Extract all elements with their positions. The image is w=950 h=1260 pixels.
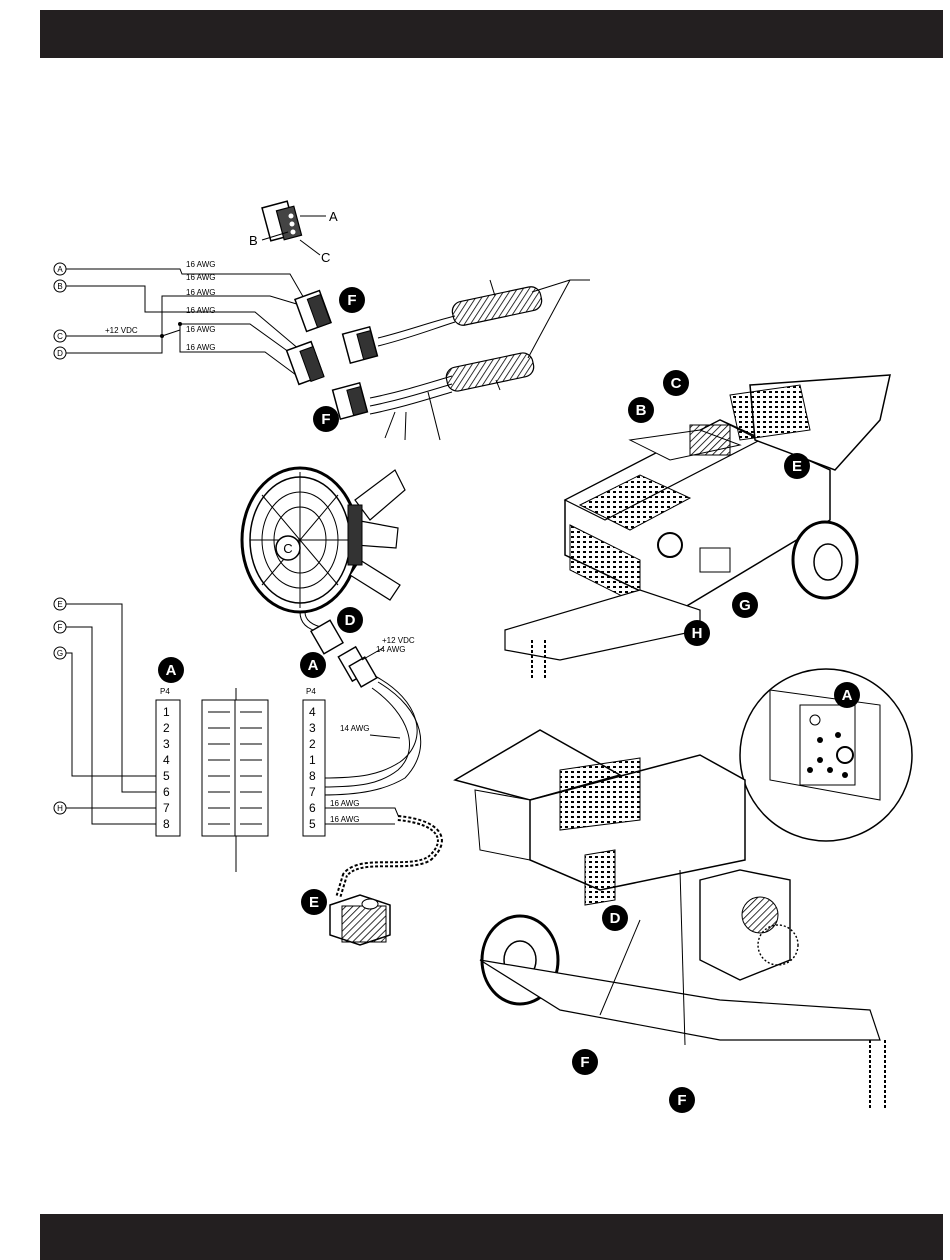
wire-awg-5: 16 AWG [186, 325, 216, 334]
p4-left-pin: 2 [163, 721, 170, 735]
callout-b-top: B [628, 397, 654, 423]
solenoid-awg-1: 16 AWG [330, 799, 360, 808]
svg-text:H: H [57, 804, 63, 813]
wire-awg-2: 16 AWG [186, 273, 216, 282]
sleeve-upper [450, 285, 543, 327]
terminal-block [202, 688, 268, 872]
callout-f-bottom-1: F [572, 1049, 598, 1075]
p4-left-pin: 4 [163, 753, 170, 767]
fan-plug-harness: +12 VDC 14 AWG 14 AWG [311, 620, 421, 795]
svg-text:F: F [677, 1092, 686, 1109]
connector-label-b: B [249, 233, 258, 248]
svg-text:G: G [57, 649, 63, 658]
callout-f-lower: F [313, 406, 339, 432]
svg-text:F: F [347, 292, 356, 309]
svg-text:A: A [166, 662, 177, 679]
callout-a-inset: A [834, 682, 860, 708]
p4-left-pin: 6 [163, 785, 170, 799]
callout-c-top: C [663, 370, 689, 396]
harness-left: A B C D 16 AWG 16 AWG 16 AWG 16 AWG 16 A… [54, 260, 310, 375]
ring-label-c: C [54, 330, 66, 342]
p4-left-connector: 1 2 3 4 5 6 7 8 [156, 700, 180, 836]
callout-h-top: H [684, 620, 710, 646]
ring-label-b: B [54, 280, 66, 292]
p4-right-pin: 4 [309, 705, 316, 719]
callout-e-top: E [784, 453, 810, 479]
p4-right-pin: 3 [309, 721, 316, 735]
callout-e-solenoid: E [301, 889, 327, 915]
p4-left-pin: 5 [163, 769, 170, 783]
callout-f-bottom-2: F [669, 1087, 695, 1113]
ring-label-d: D [54, 347, 66, 359]
p4-left-pin: 7 [163, 801, 170, 815]
callout-a-left: A [158, 657, 184, 683]
p4-left-pin: 1 [163, 705, 170, 719]
control-panel-inset [740, 669, 912, 841]
wire-awg-6: 16 AWG [186, 343, 216, 352]
callout-f-upper: F [339, 287, 365, 313]
p4-left-pin: 8 [163, 817, 170, 831]
ring-label-e: E [54, 598, 66, 610]
svg-text:F: F [580, 1054, 589, 1071]
wire-awg-4: 16 AWG [186, 306, 216, 315]
p4-right-label: P4 [306, 687, 316, 696]
svg-text:A: A [57, 265, 63, 274]
svg-text:A: A [842, 687, 853, 704]
wire-awg-3: 16 AWG [186, 288, 216, 297]
wire-awg-1: 16 AWG [186, 260, 216, 269]
ring-label-f: F [54, 621, 66, 633]
svg-text:C: C [57, 332, 63, 341]
svg-text:H: H [692, 625, 703, 642]
svg-text:D: D [57, 349, 63, 358]
fan-awg-top: 14 AWG [376, 645, 406, 654]
svg-text:D: D [610, 910, 621, 927]
svg-text:F: F [58, 623, 63, 632]
svg-text:C: C [671, 375, 682, 392]
svg-text:A: A [308, 657, 319, 674]
p4-right-connector: 4 3 2 1 8 7 6 5 [303, 700, 325, 836]
svg-text:E: E [57, 600, 62, 609]
svg-text:F: F [321, 411, 330, 428]
svg-text:B: B [57, 282, 62, 291]
ring-label-g: G [54, 647, 66, 659]
sleeve-lower [444, 351, 535, 393]
p4-right-pin: 6 [309, 801, 316, 815]
cooling-fan: C [242, 468, 405, 632]
callout-g-top: G [732, 592, 758, 618]
supply-label: +12 VDC [105, 326, 138, 335]
callout-a-right: A [300, 652, 326, 678]
callout-d-fan: D [337, 607, 363, 633]
fan-supply: +12 VDC [382, 636, 415, 645]
connector-detail: A B C [249, 201, 338, 265]
p4-right-pin: 1 [309, 753, 316, 767]
p4-left-pin: 3 [163, 737, 170, 751]
solenoid-wiring: 16 AWG 16 AWG [325, 799, 440, 945]
p4-right-pin: 8 [309, 769, 316, 783]
connector-label-c: C [321, 250, 330, 265]
ring-label-h: H [54, 802, 66, 814]
svg-text:G: G [739, 597, 751, 614]
svg-text:E: E [792, 458, 802, 475]
callout-d-bottom: D [602, 905, 628, 931]
ring-label-a: A [54, 263, 66, 275]
p4-right-pin: 2 [309, 737, 316, 751]
fan-awg-mid: 14 AWG [340, 724, 370, 733]
solenoid-awg-2: 16 AWG [330, 815, 360, 824]
svg-text:D: D [345, 612, 356, 629]
p4-right-pin: 5 [309, 817, 316, 831]
svg-text:B: B [636, 402, 647, 419]
p4-ring-labels: E F G H [54, 598, 156, 824]
p4-right-pin: 7 [309, 785, 316, 799]
fan-hub-label: C [283, 541, 292, 556]
p4-left-label: P4 [160, 687, 170, 696]
svg-text:E: E [309, 894, 319, 911]
connector-label-a: A [329, 209, 338, 224]
